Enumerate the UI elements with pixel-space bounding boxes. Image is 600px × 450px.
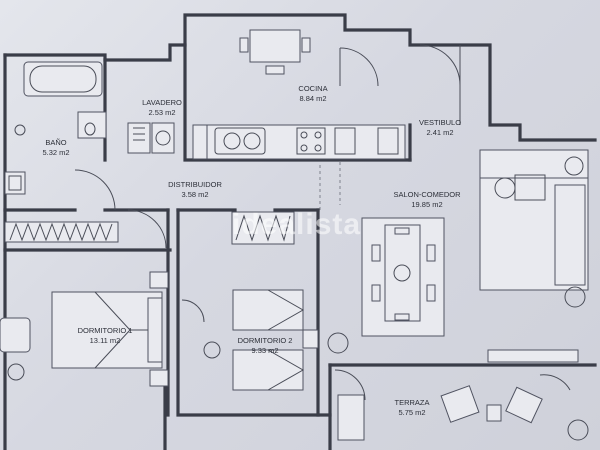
kitchen-counter: [192, 124, 406, 160]
sofa: [479, 149, 589, 291]
distributor-door-arcs: [74, 169, 167, 249]
room-label-terraza: TERRAZA 5.75 m2: [394, 398, 430, 418]
bed-2: [181, 289, 319, 391]
wardrobe-2: [231, 211, 295, 245]
room-label-salon-comedor: SALON-COMEDOR 19.85 m2: [393, 190, 461, 210]
bed-1: [51, 271, 169, 387]
room-label-cocina: COCINA 8.84 m2: [298, 84, 328, 104]
walls: [3, 13, 597, 450]
kitchen-door-arcs: [339, 44, 461, 125]
balcony-doors: [334, 369, 571, 401]
dimension-lines: [319, 162, 341, 210]
terrace-furniture: [337, 385, 543, 441]
watermark: idealista: [232, 208, 362, 241]
bathroom-fixtures: [4, 111, 107, 195]
room-label-dormitorio-2: DORMITORIO 2 9.33 m2: [237, 336, 293, 356]
tv-unit: [487, 349, 579, 363]
room-label-distribuidor: DISTRIBUIDOR 3.58 m2: [168, 180, 222, 200]
wardrobe-1: [4, 221, 119, 243]
kitchen-table: [239, 29, 311, 75]
dining-table: [361, 217, 445, 337]
room-label-lavadero: LAVADERO 2.53 m2: [142, 98, 182, 118]
room-label-bano: BAÑO 5.32 m2: [42, 138, 70, 158]
laundry-fixtures: [127, 122, 175, 154]
room-label-dormitorio-1: DORMITORIO 1 13.11 m2: [77, 326, 133, 346]
armchair-bedroom-1: [0, 317, 31, 381]
room-label-vestibulo: VESTIBULO 2.41 m2: [418, 118, 462, 138]
bathtub: [23, 61, 103, 97]
